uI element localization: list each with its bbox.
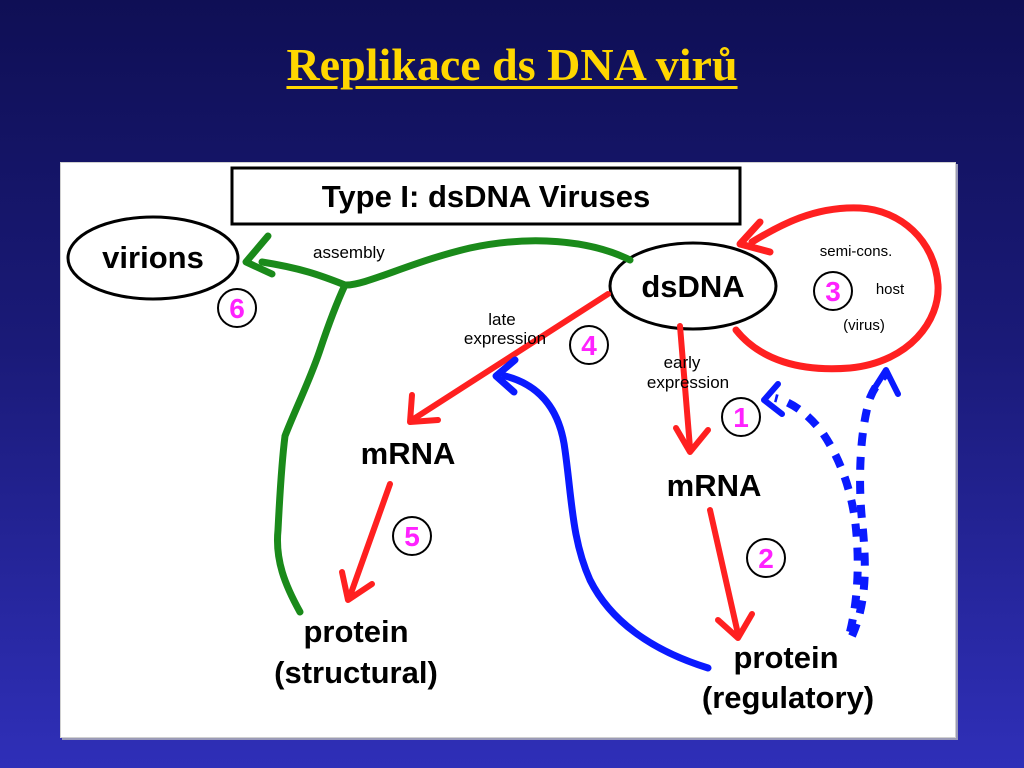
svg-text:2: 2	[758, 543, 774, 574]
semi-cons-label: semi-cons.	[820, 243, 893, 260]
replication-loop	[732, 204, 942, 373]
translation-regulatory-arrow	[707, 507, 741, 637]
regulatory-label: (regulatory)	[702, 680, 874, 715]
step-4-badge: 4	[569, 325, 609, 365]
translation-structural-arrow	[347, 481, 393, 599]
late-expression-arrow	[409, 291, 611, 423]
virus-label: (virus)	[843, 317, 885, 334]
early-label-line1: early	[664, 353, 701, 372]
late-label-line1: late	[488, 310, 515, 329]
step-5-badge: 5	[392, 516, 432, 556]
mrna-early-label: mRNA	[667, 468, 762, 503]
diagram-header-text: Type I: dsDNA Viruses	[322, 179, 650, 214]
host-label: host	[876, 281, 905, 298]
virions-node: virions	[66, 215, 240, 301]
regulatory-feedback-paths	[761, 367, 901, 638]
step-2-badge: 2	[746, 538, 786, 578]
protein-regulatory-label: protein	[733, 640, 838, 675]
early-expression-arrow	[677, 323, 693, 451]
diagram-header: Type I: dsDNA Viruses	[230, 166, 742, 226]
step-6-badge: 6	[217, 288, 257, 328]
svg-text:5: 5	[404, 521, 420, 552]
svg-text:3: 3	[825, 276, 841, 307]
early-label-line2: expression	[647, 373, 729, 392]
protein-structural-label: protein	[303, 614, 408, 649]
svg-text:4: 4	[581, 330, 597, 361]
virions-label: virions	[102, 240, 204, 275]
svg-text:6: 6	[229, 293, 245, 324]
mrna-late-label: mRNA	[361, 436, 456, 471]
regulatory-to-late-path	[492, 356, 712, 672]
step-1-badge: 1	[721, 397, 761, 437]
structural-label: (structural)	[274, 655, 438, 690]
step-3-badge: 3	[813, 271, 853, 311]
dsdna-label: dsDNA	[641, 269, 744, 304]
late-label-line2: expression	[464, 329, 546, 348]
assembly-path	[242, 232, 634, 616]
dsdna-node: dsDNA	[608, 241, 778, 331]
assembly-label: assembly	[313, 243, 385, 262]
slide-title: Replikace ds DNA virů	[286, 39, 738, 90]
svg-text:1: 1	[733, 402, 749, 433]
